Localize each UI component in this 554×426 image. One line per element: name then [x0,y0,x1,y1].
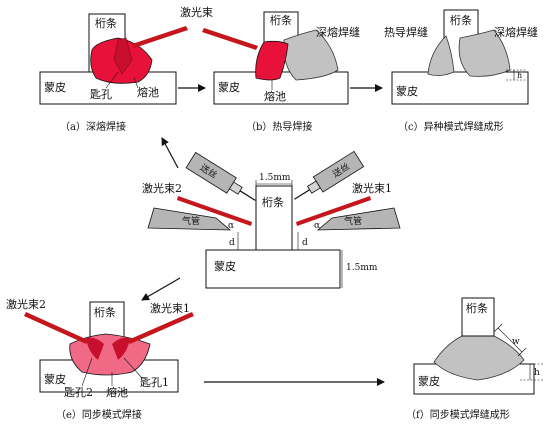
laser-beam-2 [177,196,252,226]
laser-beam [202,28,258,50]
heat-weld-label: 热导焊缝 [384,25,428,39]
h-label: h [517,71,522,80]
laser-beam [132,26,188,48]
alpha-left-label: α [228,221,234,231]
molten-pool-label: 熔池 [264,89,286,103]
panel-a-deep-penetration-welding: 激光束 桁条 蒙皮 匙孔 熔池 （a）深熔焊接 [39,5,213,133]
skin-plate [391,71,529,105]
caption-b: （b）热导焊接 [246,120,312,133]
keyhole-1-leader [123,357,143,379]
top-1-5mm-label: 1.5mm [259,173,291,183]
keyhole-2 [86,337,104,360]
keyhole-1-label: 匙孔1 [140,376,169,389]
skin-plate [205,249,341,289]
laser-beam-1-label: 激光束1 [352,181,392,195]
keyhole-1 [112,337,130,360]
panel-c-dissimilar-mode-weld: h 热导焊缝 深熔焊缝 桁条 蒙皮 （c）异种模式焊缝成形 [384,9,538,133]
keyhole-2-label: 匙孔2 [64,386,93,399]
arrow-center-to-e [141,277,181,301]
deep-weld-label: 深熔焊缝 [316,25,360,39]
panel-e-synchronous-welding: 激光束2 激光束1 桁条 蒙皮 匙孔2 熔池 匙孔1 （e）同步模式焊接 [6,297,194,421]
skin-label: 蒙皮 [44,373,66,386]
keyhole-leader [105,71,119,89]
laser-beam-2-label: 激光束2 [6,297,46,311]
molten-pool [255,40,289,81]
gas-pipe-right-label: 气管 [344,215,362,227]
molten-pool-label: 熔池 [137,85,159,99]
laser-beam-label: 激光束 [180,5,213,19]
panel-b-heat-conduction-welding: 深熔焊缝 桁条 蒙皮 熔池 （b）热导焊接 [202,11,360,133]
stringer-label: 桁条 [466,301,488,315]
skin-plate [213,71,349,105]
center-setup: 1.5mm 桁条 蒙皮 1.5mm 送丝 送丝 激光束2 激光束1 气管 气管 [142,150,401,289]
stringer-plate [255,185,293,251]
h-label: h [534,368,540,378]
laser-beam-1 [296,196,371,226]
alpha-right-label: α [314,221,320,231]
laser-beam-1-label: 激光束1 [150,301,190,315]
stringer-label: 桁条 [94,305,116,319]
wire-feed-left: 送丝 [185,151,256,201]
caption-c: （c）异种模式焊缝成形 [398,120,504,133]
stringer-plate [461,297,495,337]
weld-seam [433,335,525,381]
wire-feed-right: 送丝 [294,150,365,200]
right-1-5mm-label: 1.5mm [346,263,378,273]
d-left-label: d [229,238,235,248]
keyhole-label: 匙孔 [90,88,112,101]
wire [239,190,256,201]
caption-a: （a）深熔焊接 [60,120,126,133]
laser-beam-2-label: 激光束2 [142,181,182,195]
caption-e: （e）同步模式焊接 [56,408,142,421]
keyhole-2-leader [81,357,93,387]
w-tick-bottom [517,347,527,357]
skin-label: 蒙皮 [218,81,240,94]
pool-leader [133,77,139,89]
w-label: w [512,337,520,347]
stringer-label: 桁条 [450,13,472,27]
wire [294,189,310,200]
heat-weld-seam [427,35,455,76]
caption-f: （f）同步模式焊缝成形 [406,408,510,421]
molten-pool-label: 熔池 [106,385,128,399]
laser-beam-2 [24,312,88,344]
d-right-label: d [302,238,308,248]
arrow-center-to-a [161,137,179,169]
stringer-label: 桁条 [262,195,284,209]
gas-pipe-left-label: 气管 [182,215,200,227]
keyhole [113,37,133,75]
w-dim [497,327,523,353]
w-tick-top [493,323,503,333]
gas-pipe-left [147,207,232,231]
skin-label: 蒙皮 [214,260,236,273]
deep-weld-label: 深熔焊缝 [494,25,538,39]
skin-label: 蒙皮 [418,375,440,388]
panel-f-synchronous-weld: w h 桁条 蒙皮 （f）同步模式焊缝成形 [406,297,544,421]
gas-pipe-right [316,207,401,231]
deep-weld-seam [283,29,339,81]
stringer-label: 桁条 [95,16,117,30]
skin-label: 蒙皮 [396,85,418,98]
laser-beam-1 [128,312,194,344]
stringer-label: 桁条 [270,13,292,27]
skin-label: 蒙皮 [44,81,66,94]
